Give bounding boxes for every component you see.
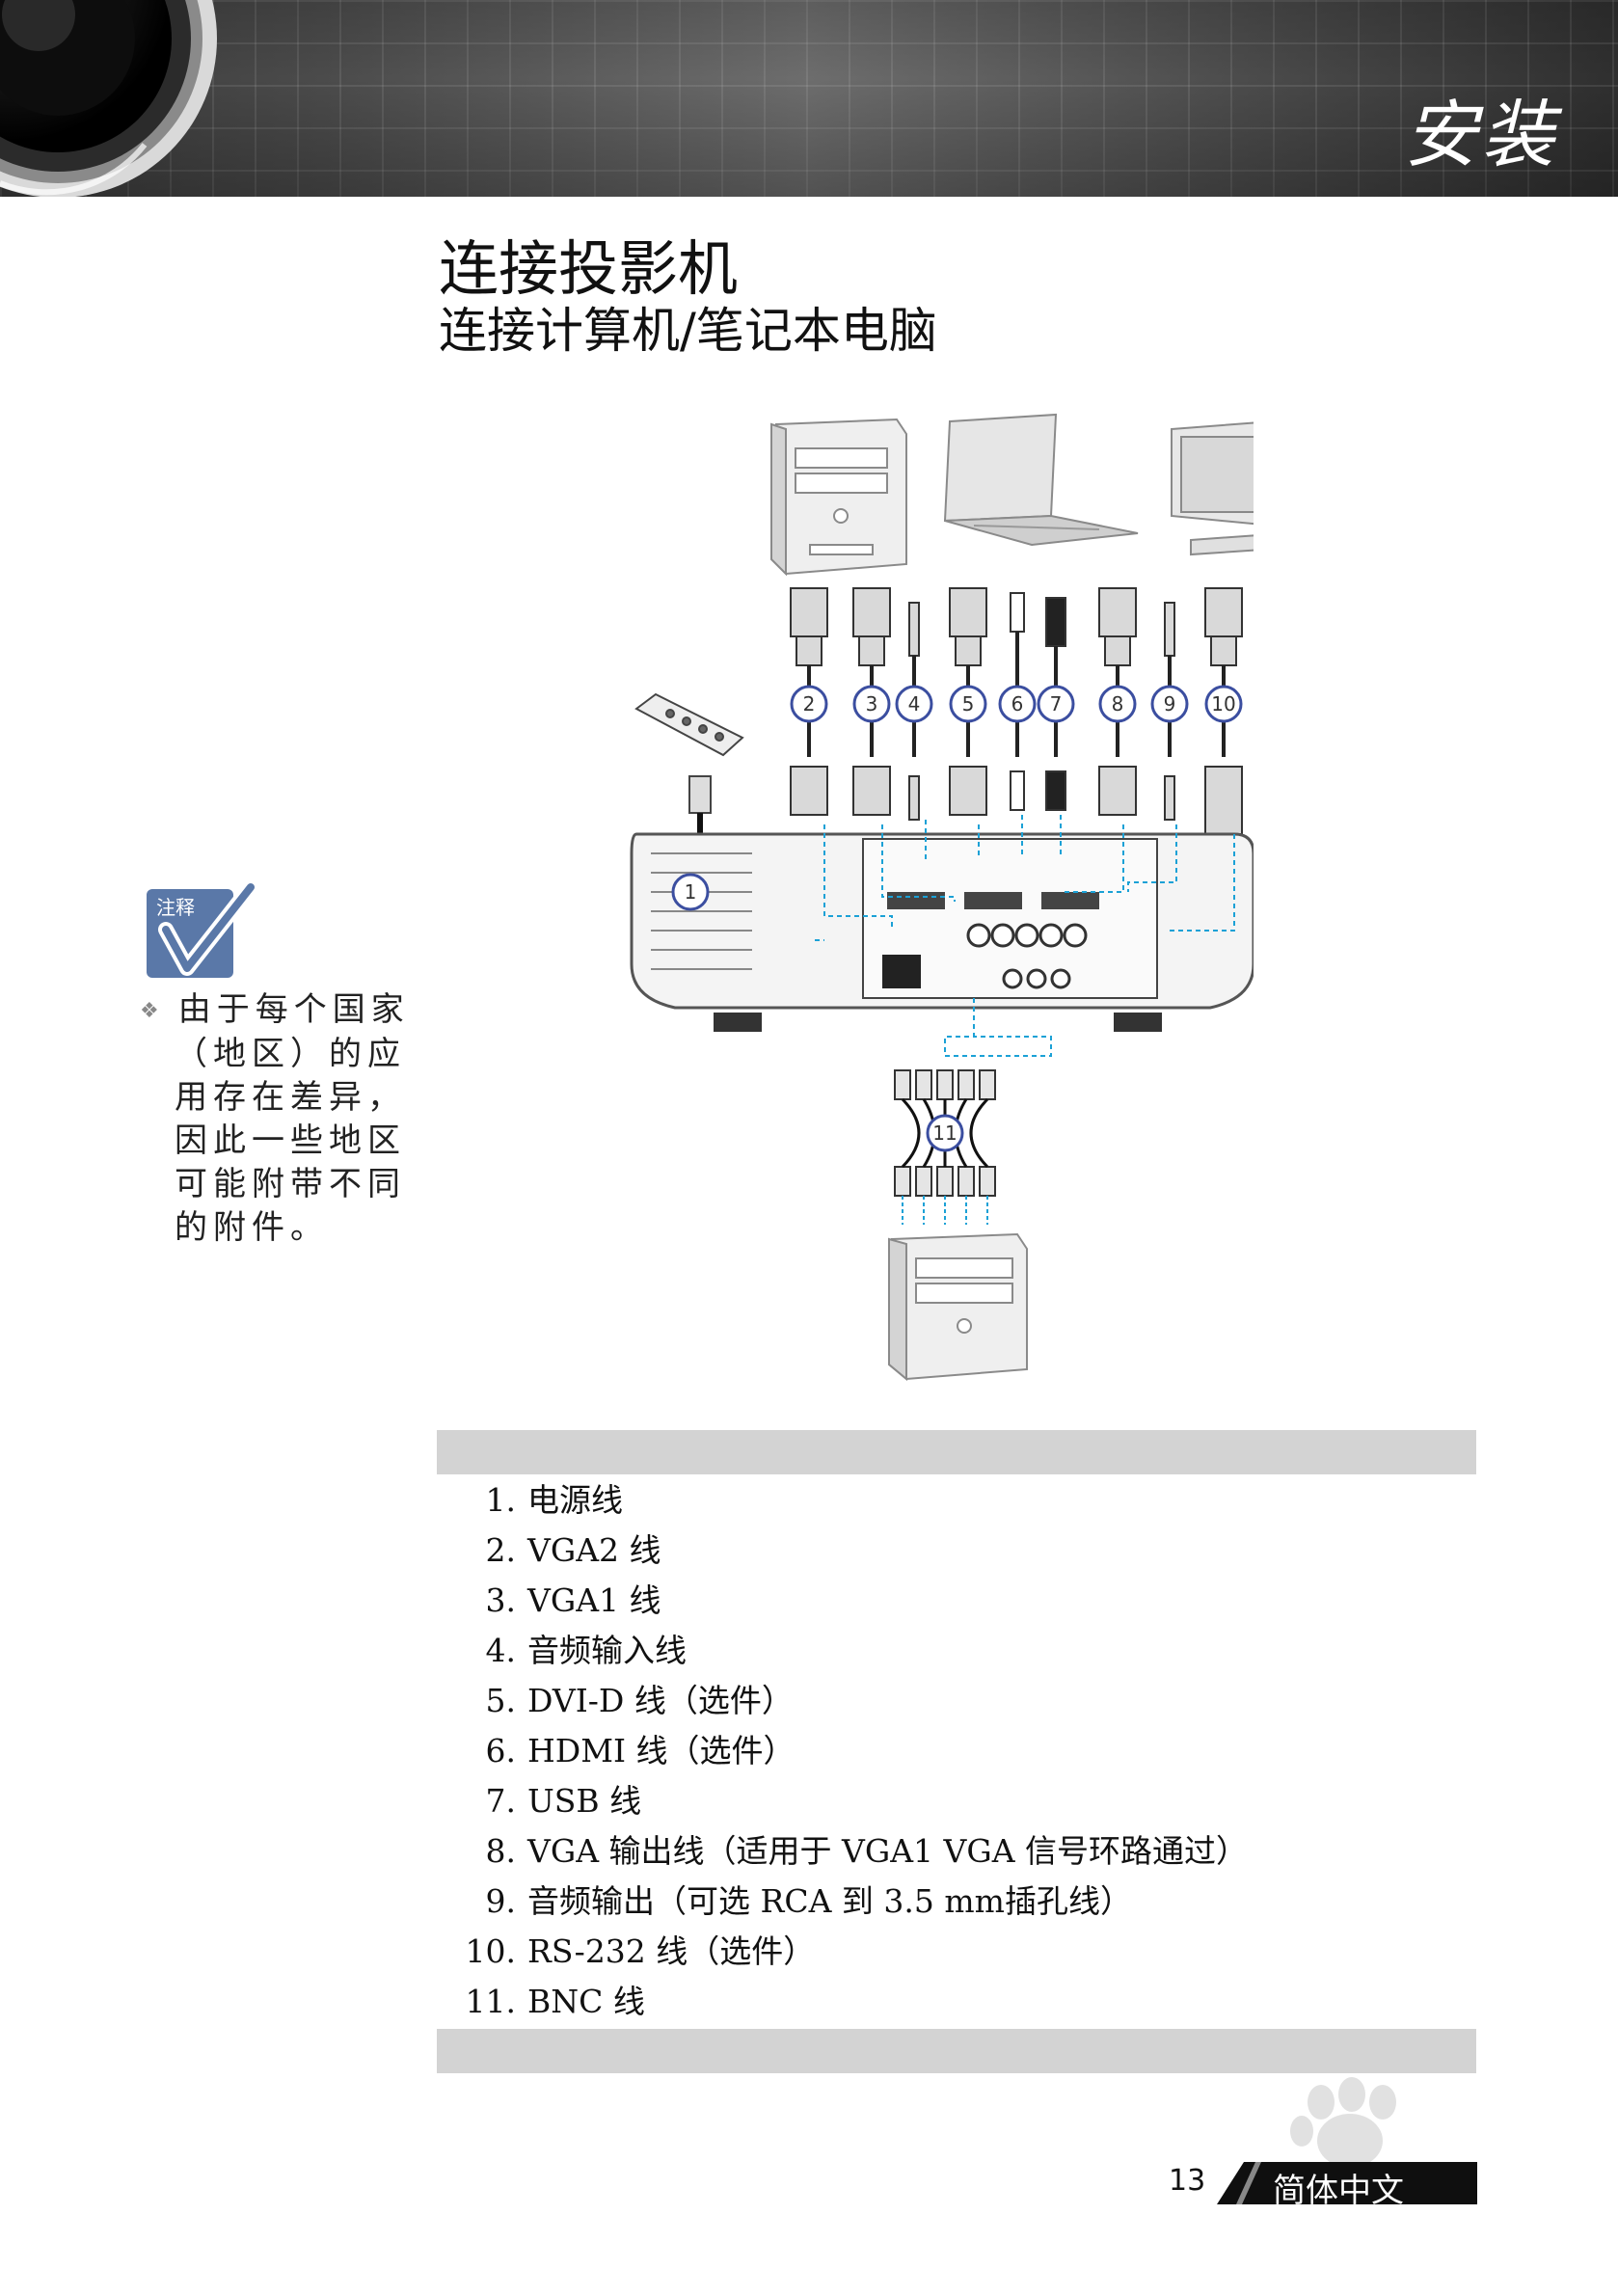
svg-text:10: 10 bbox=[1211, 692, 1235, 716]
callout-2: 2 bbox=[790, 685, 828, 723]
note-line: 可能附带不同 bbox=[175, 1165, 406, 1203]
callout-10: 10 bbox=[1204, 685, 1243, 723]
svg-text:3: 3 bbox=[866, 692, 878, 716]
baidu-paw-watermark-icon bbox=[1290, 2077, 1396, 2168]
language-label: 简体中文 bbox=[1273, 2172, 1404, 2210]
cable-connectors-bottom bbox=[790, 766, 1243, 835]
svg-text:2: 2 bbox=[803, 692, 816, 716]
callout-4: 4 bbox=[895, 685, 933, 723]
note-line: ❖由于每个国家 bbox=[140, 990, 410, 1029]
page-subtitle: 连接计算机/笔记本电脑 bbox=[439, 303, 937, 359]
desktop-pc-icon bbox=[769, 418, 907, 577]
desktop-pc-icon bbox=[887, 1232, 1028, 1382]
svg-text:注释: 注释 bbox=[156, 896, 195, 919]
cable-list: 1.电源线 2.VGA2 线 3.VGA1 线 4.音频输入线 5.DVI-D … bbox=[439, 1475, 1470, 2027]
list-top-bar bbox=[437, 1430, 1476, 1474]
page-number: 13 bbox=[1169, 2164, 1206, 2198]
svg-text:6: 6 bbox=[1011, 692, 1024, 716]
section-title: 安装 bbox=[1404, 92, 1558, 177]
banner-grid bbox=[0, 0, 1618, 197]
list-item: 8.VGA 输出线（适用于 VGA1 VGA 信号环路通过） bbox=[485, 1832, 1249, 1870]
language-tab-shape bbox=[1217, 2162, 1477, 2204]
callout-3: 3 bbox=[852, 685, 891, 723]
laptop-icon bbox=[943, 413, 1139, 547]
callout-7: 7 bbox=[1037, 685, 1075, 723]
note-line: 因此一些地区 bbox=[175, 1121, 406, 1160]
svg-text:1: 1 bbox=[685, 880, 697, 904]
callout-markers: 1 2 3 4 5 6 7 8 9 10 11 bbox=[671, 685, 1243, 1152]
note-text: ❖由于每个国家 （地区）的应 用存在差异， 因此一些地区 可能附带不同 的附件。 bbox=[140, 988, 429, 1250]
note-checkmark-icon: 注释 bbox=[147, 879, 255, 978]
svg-text:11: 11 bbox=[932, 1121, 957, 1145]
callout-9: 9 bbox=[1150, 685, 1189, 723]
page-title: 连接投影机 bbox=[439, 233, 739, 304]
list-item: 1.电源线 bbox=[485, 1481, 624, 1519]
cable-connectors-top bbox=[790, 587, 1243, 666]
svg-text:4: 4 bbox=[908, 692, 921, 716]
callout-8: 8 bbox=[1098, 685, 1137, 723]
projector-icon bbox=[630, 832, 1254, 1032]
bnc-arrows bbox=[902, 1196, 988, 1225]
list-item: 3.VGA1 线 bbox=[485, 1581, 661, 1619]
callout-6: 6 bbox=[998, 685, 1037, 723]
lens-icon bbox=[0, 0, 217, 197]
svg-text:7: 7 bbox=[1050, 692, 1063, 716]
note-line: 的附件。 bbox=[175, 1208, 329, 1247]
monitor-icon bbox=[1171, 421, 1254, 556]
list-item: 4.音频输入线 bbox=[485, 1632, 688, 1669]
svg-text:9: 9 bbox=[1164, 692, 1176, 716]
callout-1: 1 bbox=[671, 873, 710, 911]
note-line: 用存在差异， bbox=[175, 1078, 406, 1117]
list-item: 7.USB 线 bbox=[485, 1782, 642, 1820]
diamond-bullet-icon: ❖ bbox=[140, 999, 165, 1023]
list-bottom-bar bbox=[437, 2029, 1476, 2073]
language-tab: 简体中文 bbox=[1217, 2162, 1477, 2210]
svg-text:5: 5 bbox=[962, 692, 975, 716]
callout-5: 5 bbox=[949, 685, 987, 723]
connection-diagram: 1 2 3 4 5 6 7 8 9 10 11 bbox=[630, 413, 1254, 1382]
list-item: 2.VGA2 线 bbox=[485, 1531, 661, 1569]
list-item: 9.音频输出（可选 RCA 到 3.5 mm插孔线） bbox=[485, 1882, 1132, 1920]
list-item: 11.BNC 线 bbox=[465, 1983, 645, 2020]
callout-11: 11 bbox=[926, 1114, 964, 1152]
list-item: 6.HDMI 线（选件） bbox=[485, 1732, 796, 1769]
note-line: （地区）的应 bbox=[175, 1035, 406, 1073]
guide-lines bbox=[815, 815, 1235, 1057]
svg-text:8: 8 bbox=[1112, 692, 1124, 716]
list-item: 10.RS-232 线（选件） bbox=[465, 1932, 816, 1970]
list-item: 5.DVI-D 线（选件） bbox=[485, 1682, 794, 1719]
banner-shade bbox=[0, 0, 1618, 197]
header-banner: 安装 bbox=[0, 0, 1618, 197]
